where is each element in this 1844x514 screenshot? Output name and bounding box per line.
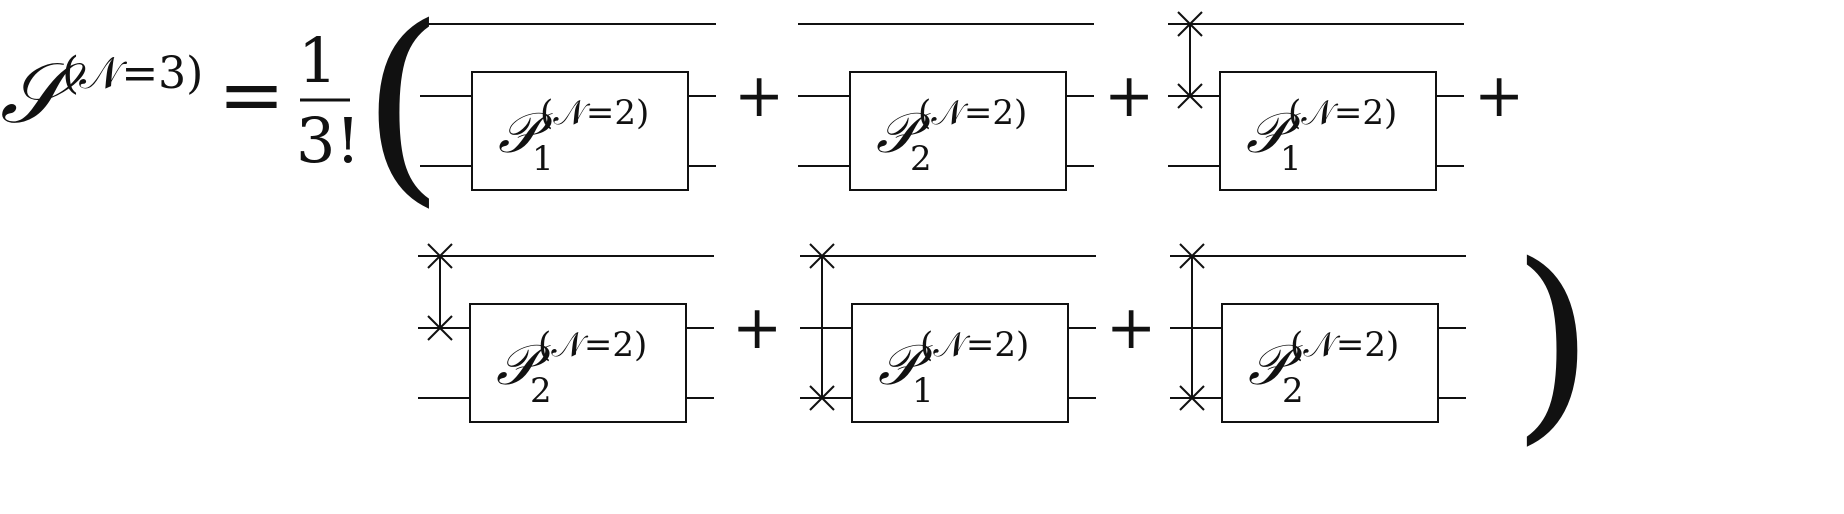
circuit-term: 𝒫(𝒩=2)1 [1168, 11, 1464, 191]
equals-sign: = [218, 48, 285, 141]
permutation-box [471, 71, 689, 191]
plus-sign: + [1474, 61, 1524, 131]
circuit-term: 𝒫(𝒩=2)2 [418, 243, 714, 423]
box-superscript: (𝒩=2) [538, 325, 647, 365]
box-superscript: (𝒩=2) [540, 93, 649, 133]
plus-sign: + [1106, 293, 1156, 363]
swap-cross-stroke [809, 243, 835, 269]
circuit-term: 𝒫(𝒩=2)2 [798, 23, 1094, 191]
swap-cross-stroke [1177, 11, 1203, 37]
swap-cross-stroke [809, 385, 835, 411]
permutation-box [1219, 71, 1437, 191]
permutation-box [1221, 303, 1439, 423]
swap-cross-stroke [427, 243, 453, 269]
box-subscript: 2 [530, 371, 552, 411]
box-subscript: 2 [1282, 371, 1304, 411]
swap-cross-stroke [427, 315, 453, 341]
fraction-denominator: 3! [296, 104, 360, 177]
box-subscript: 1 [532, 139, 554, 179]
fraction-numerator: 1 [298, 24, 337, 97]
swap-cross-stroke [1177, 83, 1203, 109]
circuit-term: 𝒫(𝒩=2)1 [800, 243, 1096, 423]
permutation-box [849, 71, 1067, 191]
plus-sign: + [734, 61, 784, 131]
box-superscript: (𝒩=2) [920, 325, 1029, 365]
plus-sign: + [732, 293, 782, 363]
open-parenthesis: ( [362, 0, 444, 226]
box-subscript: 1 [912, 371, 934, 411]
box-superscript: (𝒩=2) [1288, 93, 1397, 133]
box-subscript: 2 [910, 139, 932, 179]
swap-cross-stroke [1179, 243, 1205, 269]
circuit-term: 𝒫(𝒩=2)1 [420, 23, 716, 191]
box-superscript: (𝒩=2) [1290, 325, 1399, 365]
plus-sign: + [1104, 61, 1154, 131]
permutation-box [469, 303, 687, 423]
swap-cross-stroke [1179, 385, 1205, 411]
close-parenthesis: ) [1512, 219, 1594, 464]
box-superscript: (𝒩=2) [918, 93, 1027, 133]
circuit-term: 𝒫(𝒩=2)2 [1170, 243, 1466, 423]
lhs-superscript: (𝒩=3) [62, 48, 203, 99]
permutation-box [851, 303, 1069, 423]
box-subscript: 1 [1280, 139, 1302, 179]
